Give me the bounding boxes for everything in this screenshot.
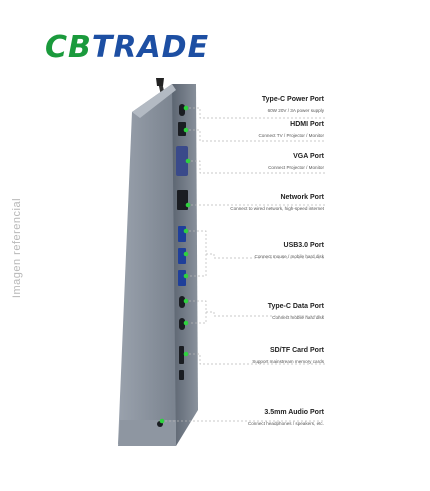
brand-logo: CBTRADE — [45, 30, 209, 65]
hdmi-port-label: HDMI Port Connect TV / Projector / Monit… — [258, 121, 324, 138]
port-description: Support mainstream memory cards — [252, 359, 324, 364]
port-title: Type-C Power Port — [261, 96, 324, 103]
usb-port-1-icon — [178, 226, 186, 242]
port-description: Connect Projector / Monitor — [268, 165, 324, 170]
type-c-data-port-1-icon — [179, 296, 185, 308]
brand-logo-part-trade: TRADE — [91, 30, 210, 65]
port-title: HDMI Port — [290, 121, 324, 128]
port-indicators — [159, 105, 191, 424]
leader-lines — [165, 107, 325, 422]
port-title: USB3.0 Port — [283, 242, 324, 249]
hdmi-port-icon — [178, 122, 186, 136]
type-c-power-port-label: Type-C Power Port 60W 20V / 3A power sup… — [262, 96, 324, 113]
vga-port-icon — [176, 146, 188, 176]
port-openings — [157, 104, 188, 427]
type-c-data-port-2-icon — [179, 318, 185, 330]
port-title: Type-C Data Port — [267, 303, 324, 310]
tf-card-slot-icon — [179, 370, 184, 380]
port-description: Connect mouse / mobile hard disk — [254, 254, 324, 259]
sd-tf-card-port-label: SD/TF Card Port Support mainstream memor… — [252, 347, 324, 364]
network-port-label: Network Port Connect to wired network, h… — [230, 194, 324, 211]
port-title: 3.5mm Audio Port — [264, 409, 324, 416]
cable-plug — [156, 78, 164, 86]
hub-bottom-end — [118, 420, 176, 446]
usb-port-3-icon — [178, 270, 186, 286]
hub-top-bevel — [132, 84, 176, 118]
usb-port-2-icon — [178, 248, 186, 264]
hub-port-edge — [172, 84, 198, 446]
brand-logo-part-cb: CB — [45, 30, 92, 65]
vga-port-label: VGA Port Connect Projector / Monitor — [268, 153, 324, 170]
port-title: Network Port — [280, 194, 324, 201]
audio-port-label: 3.5mm Audio Port Connect headphones / sp… — [248, 409, 324, 426]
port-description: Connect to wired network, high-speed int… — [230, 206, 324, 211]
port-description: Connect headphones / speakers, etc. — [247, 421, 324, 426]
type-c-data-port-label: Type-C Data Port Connect mobile hard dis… — [268, 303, 324, 320]
type-c-power-port-icon — [179, 104, 185, 116]
usb3-port-label: USB3.0 Port Connect mouse / mobile hard … — [255, 242, 324, 259]
port-title: SD/TF Card Port — [269, 347, 324, 354]
sd-card-slot-icon — [179, 346, 184, 364]
network-port-icon — [177, 190, 188, 210]
port-title: VGA Port — [293, 153, 324, 160]
port-description: 60W 20V / 3A power supply — [267, 108, 324, 113]
port-description: Connect TV / Projector / Monitor — [258, 133, 324, 138]
port-description: Connect mobile hard disk — [272, 315, 324, 320]
